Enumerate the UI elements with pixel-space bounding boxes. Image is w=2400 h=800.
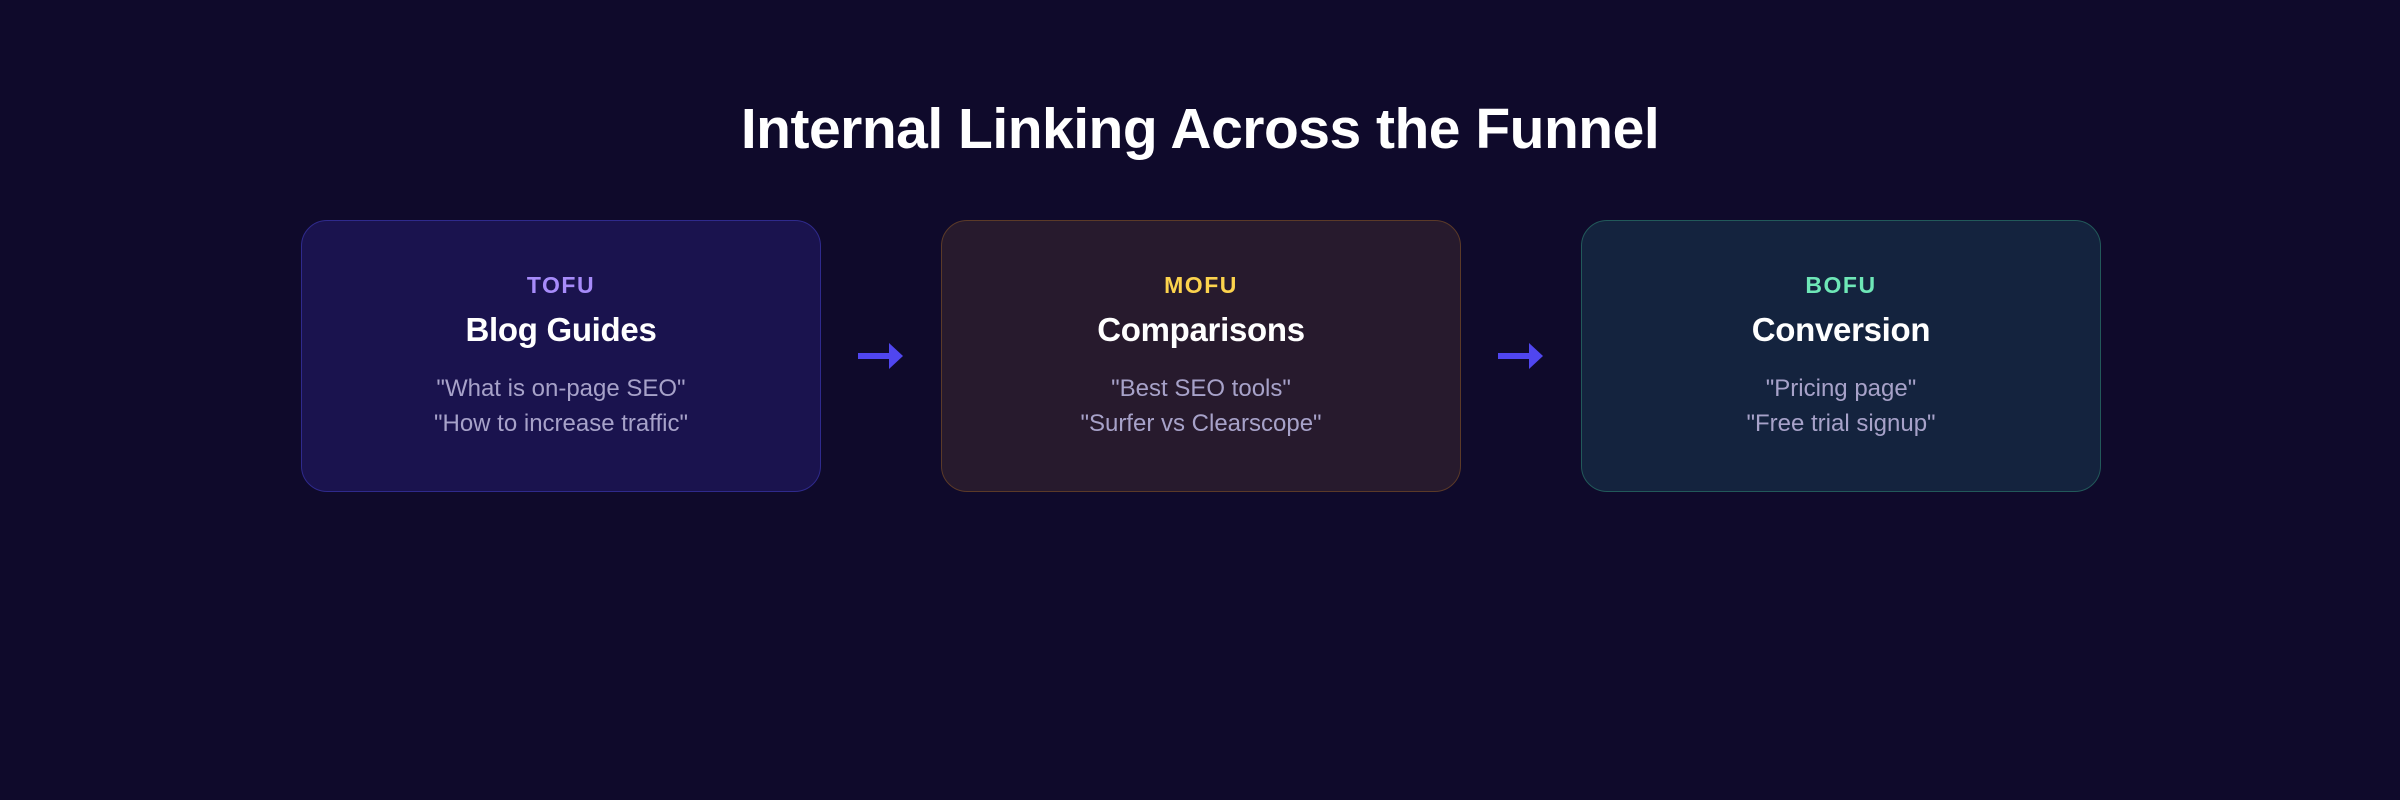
stage-examples: "What is on-page SEO" "How to increase t… <box>302 371 820 441</box>
arrow-right-icon <box>858 343 903 369</box>
stage-card-mofu: MOFU Comparisons "Best SEO tools" "Surfe… <box>941 220 1461 492</box>
example-query: "How to increase traffic" <box>433 410 689 437</box>
example-query: "Pricing page" <box>1765 375 1917 402</box>
stage-title: Comparisons <box>1097 311 1305 348</box>
stage-examples: "Best SEO tools" "Surfer vs Clearscope" <box>942 371 1460 441</box>
funnel-flow: TOFU Blog Guides "What is on-page SEO" "… <box>301 220 2101 492</box>
stage-card-tofu: TOFU Blog Guides "What is on-page SEO" "… <box>301 220 821 492</box>
stage-title: Conversion <box>1751 311 1931 348</box>
arrow-right-icon <box>1498 343 1543 369</box>
stage-label: TOFU <box>526 272 596 298</box>
example-query: "What is on-page SEO" <box>436 375 686 402</box>
example-query: "Best SEO tools" <box>1111 375 1291 402</box>
stage-title: Blog Guides <box>465 311 657 348</box>
example-query: "Surfer vs Clearscope" <box>1080 410 1322 437</box>
diagram-title: Internal Linking Across the Funnel <box>740 97 1660 161</box>
stage-label: MOFU <box>1164 272 1238 298</box>
stage-card-bofu: BOFU Conversion "Pricing page" "Free tri… <box>1581 220 2101 492</box>
stage-examples: "Pricing page" "Free trial signup" <box>1582 371 2100 441</box>
stage-label: BOFU <box>1805 272 1877 298</box>
example-query: "Free trial signup" <box>1746 410 1936 437</box>
